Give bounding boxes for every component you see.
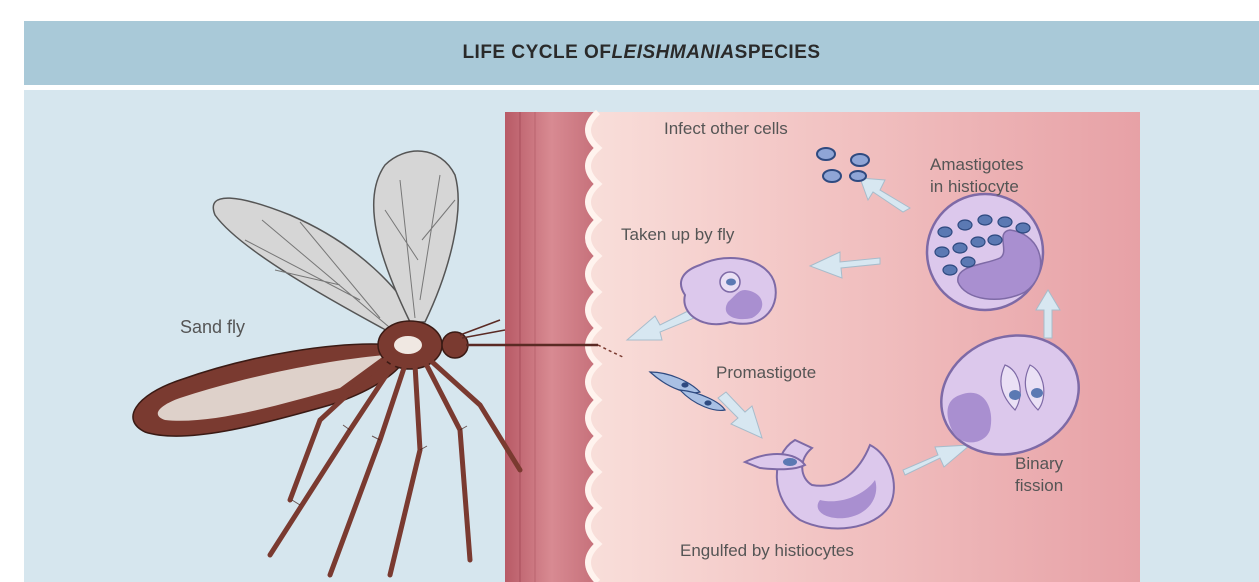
label-amastigotes-line2: in histiocyte [930,177,1019,196]
label-infect-other-cells: Infect other cells [664,119,788,138]
histiocyte-with-amastigotes [927,194,1043,310]
skin-outer-layer [505,112,598,582]
label-promastigote: Promastigote [716,363,816,382]
label-binary-line1: Binary [1015,454,1064,473]
label-engulfed-by-histiocytes: Engulfed by histiocytes [680,541,854,560]
label-binary-line2: fission [1015,476,1063,495]
label-taken-up-by-fly: Taken up by fly [621,225,735,244]
label-sand-fly: Sand fly [180,317,245,337]
infected-macrophage [681,258,776,324]
fly-head [442,332,468,358]
label-amastigotes-line1: Amastigotes [930,155,1024,174]
